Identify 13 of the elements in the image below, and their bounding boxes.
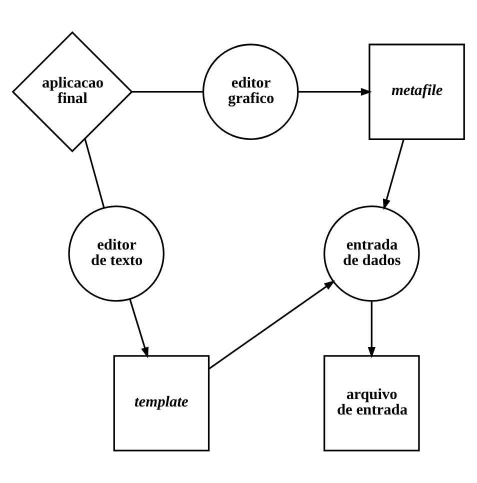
node-box: arquivo de entrada — [324, 355, 420, 452]
arrow — [382, 139, 404, 210]
node-box: metafile — [368, 44, 465, 140]
arrow — [298, 88, 372, 96]
node-circle: editor grafico — [202, 44, 299, 140]
node-circle: editor de texto — [68, 205, 164, 302]
connector — [132, 91, 203, 93]
arrow — [368, 300, 376, 358]
node-diamond: aplicacao final — [12, 31, 133, 152]
arrow — [208, 280, 336, 370]
connector — [84, 138, 105, 208]
node-box: template — [113, 355, 210, 452]
arrow — [129, 298, 148, 358]
